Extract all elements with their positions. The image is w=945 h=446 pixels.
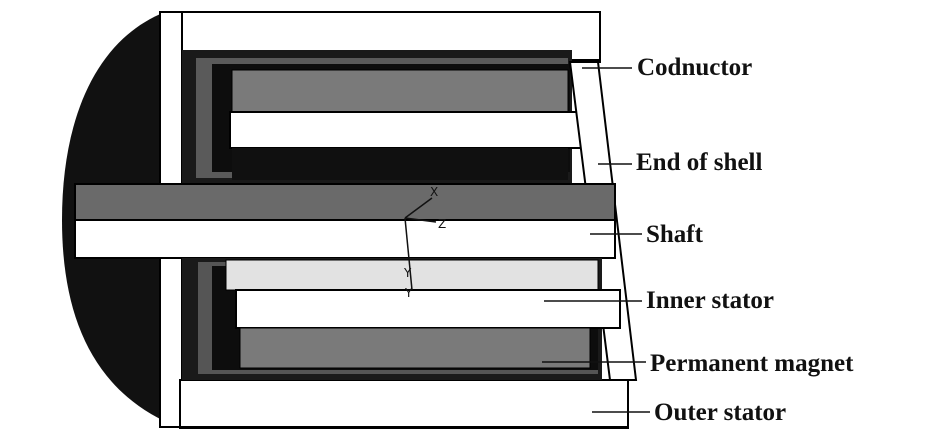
upper-inner-stator [229, 111, 587, 149]
axis-z-label: Z [438, 217, 446, 231]
label-conductor: Codnuctor [637, 54, 753, 81]
lower-permanent-magnet [239, 327, 591, 369]
lower-inner-stator [235, 289, 621, 329]
leader-lines [542, 67, 650, 413]
label-outer-stator: Outer stator [654, 399, 787, 426]
outer-stator-bottom-band [179, 379, 629, 428]
shaft-lower [74, 219, 616, 259]
upper-inner-dark [232, 148, 568, 180]
label-inner-stator: Inner stator [646, 287, 775, 314]
label-shaft: Shaft [646, 221, 703, 248]
upper-permanent-magnet [231, 69, 569, 113]
shaft-upper [74, 183, 616, 221]
axis-y-label-1: Y [403, 266, 412, 280]
label-permanent-magnet: Permanent magnet [650, 350, 854, 377]
axis-y-label-2: Y [404, 286, 413, 300]
label-end-of-shell: End of shell [636, 149, 763, 176]
coordinate-axes [404, 197, 437, 291]
axis-x-label: X [430, 185, 438, 199]
